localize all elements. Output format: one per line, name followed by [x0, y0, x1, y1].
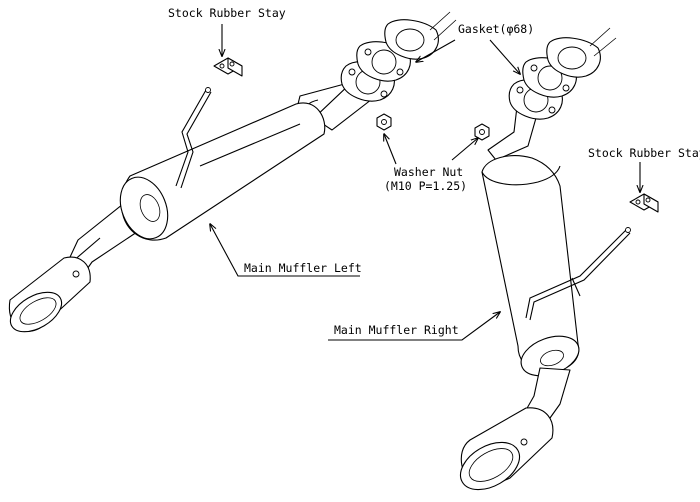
washer-nut-right: [474, 123, 490, 141]
label-stock-rubber-stay-right: Stock Rubber Stay: [588, 146, 700, 160]
label-main-muffler-left: Main Muffler Left: [244, 261, 362, 275]
main-muffler-right: [459, 97, 631, 491]
rubber-stay-right: [629, 193, 659, 213]
leader-lines: [210, 24, 640, 341]
label-washer-nut-spec: (M10 P=1.25): [384, 179, 467, 193]
washer-nut-left: [376, 113, 392, 131]
exhaust-outlet-left: [384, 11, 457, 60]
label-stock-rubber-stay-left: Stock Rubber Stay: [168, 6, 286, 20]
exhaust-outlet-right: [546, 27, 617, 78]
label-gasket: Gasket(φ68): [458, 22, 534, 36]
main-muffler-left: [8, 81, 377, 333]
label-main-muffler-right: Main Muffler Right: [334, 323, 459, 337]
rubber-stay-left: [213, 57, 243, 77]
label-washer-nut: Washer Nut: [394, 165, 463, 179]
